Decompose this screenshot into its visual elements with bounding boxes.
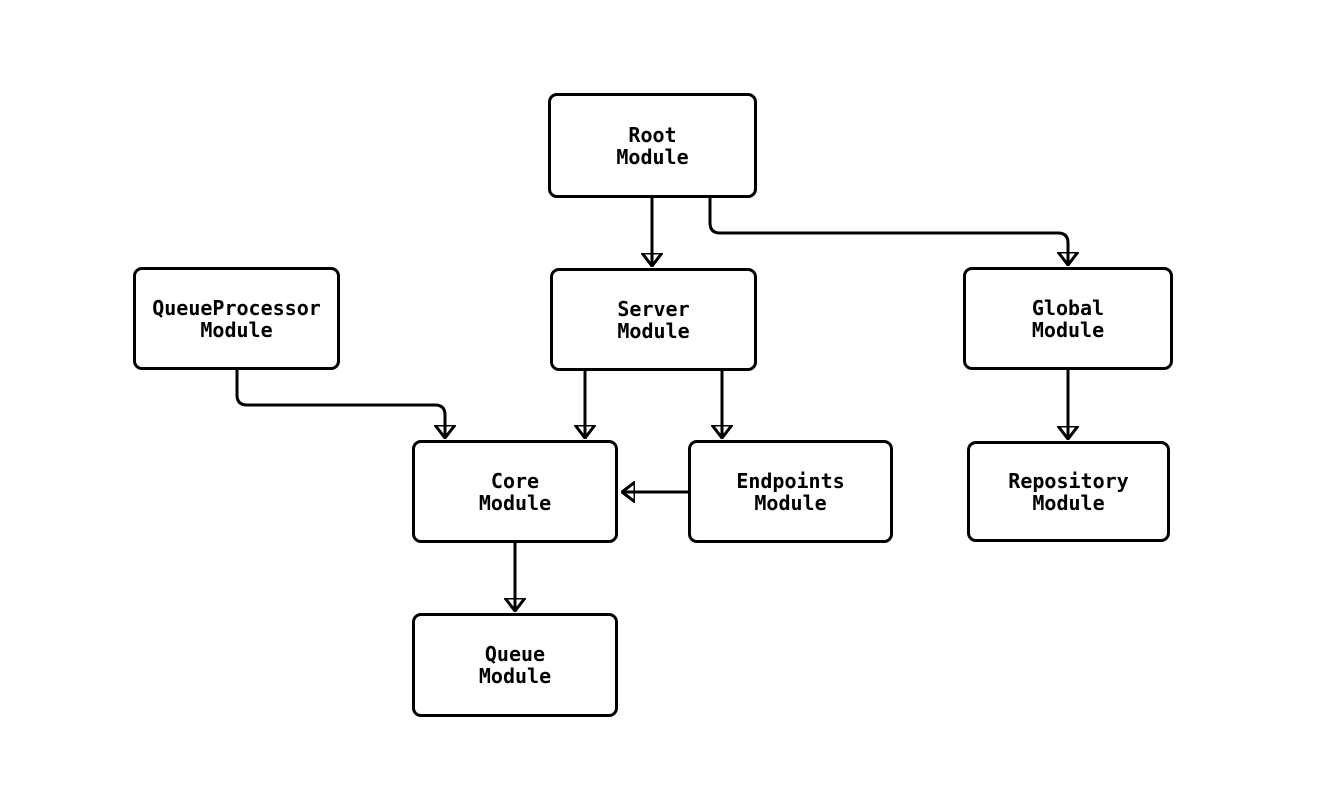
node-queueprocessor-module: QueueProcessor Module xyxy=(133,267,340,370)
node-queue-module: Queue Module xyxy=(412,613,618,717)
node-endpoints-module: Endpoints Module xyxy=(688,440,893,543)
node-endpoints-module-label: Endpoints Module xyxy=(736,468,845,515)
node-global-module: Global Module xyxy=(963,267,1173,370)
node-repository-module-label: Repository Module xyxy=(1008,468,1129,515)
edge-root-global xyxy=(708,198,1068,265)
edge-queueprocessor-core xyxy=(235,370,445,438)
node-core-module-label: Core Module xyxy=(478,468,552,515)
node-server-module: Server Module xyxy=(550,268,757,371)
node-core-module: Core Module xyxy=(412,440,618,543)
node-repository-module: Repository Module xyxy=(967,441,1170,542)
node-root-module-label: Root Module xyxy=(616,122,689,169)
node-queueprocessor-module-label: QueueProcessor Module xyxy=(152,295,321,342)
node-root-module: Root Module xyxy=(548,93,757,198)
node-global-module-label: Global Module xyxy=(1031,295,1105,342)
node-queue-module-label: Queue Module xyxy=(478,642,552,688)
node-server-module-label: Server Module xyxy=(617,296,690,343)
